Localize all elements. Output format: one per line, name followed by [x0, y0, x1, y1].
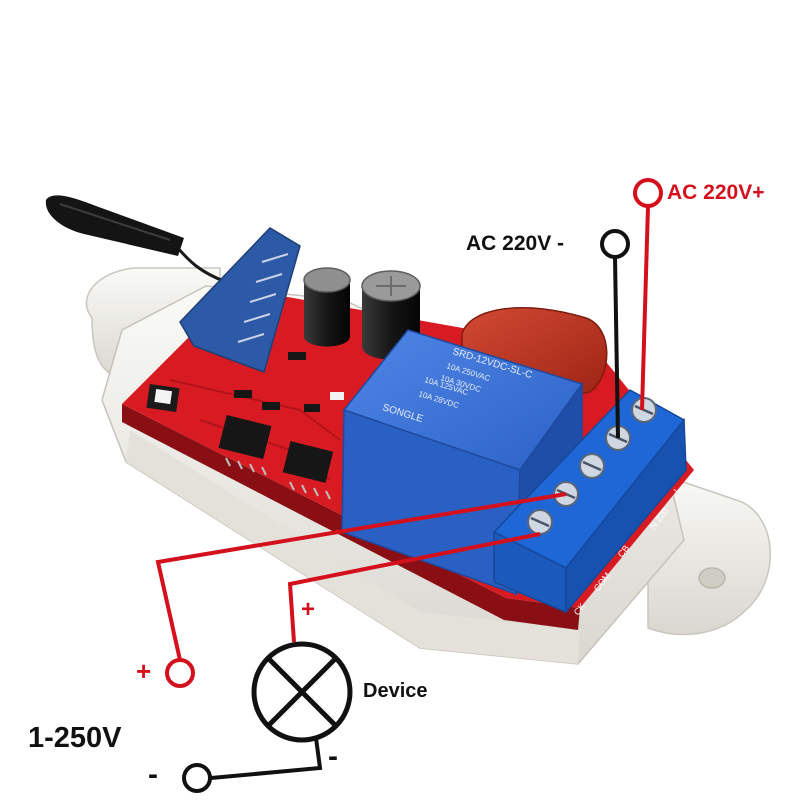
- ac-plus-wire: [640, 205, 650, 411]
- ic-chip-1: [218, 414, 272, 476]
- smd-resistor-4: [304, 404, 320, 412]
- supply-minus-terminal-ring: [182, 763, 212, 793]
- wiring-diagram: [155, 178, 663, 793]
- lamp-cross-2: [266, 656, 338, 728]
- terminal-label-l: L: [672, 485, 683, 495]
- enclosure-right-mounting-tab: [647, 468, 772, 636]
- ic-chip-2-pins: [289, 481, 331, 500]
- device-lamp-symbol: [251, 641, 353, 743]
- lamp-plus-label: +: [301, 596, 316, 623]
- enclosure-front-wall: [126, 430, 580, 664]
- ac-220v-plus-label: AC 220V+: [667, 181, 765, 204]
- smd-components: [234, 352, 344, 412]
- rf-module-board: [179, 227, 301, 373]
- terminal-screw-3: [579, 453, 605, 479]
- supply-minus-label: -: [148, 758, 158, 791]
- electrolytic-capacitor-small: [303, 267, 351, 347]
- ic-chip-1-pins: [225, 457, 267, 476]
- lamp-circle: [251, 641, 353, 743]
- ac-minus-terminal-ring: [600, 229, 630, 259]
- learn-button: [146, 384, 180, 412]
- voltage-range-label: 1-250V: [28, 722, 122, 754]
- film-capacitor: [461, 307, 608, 397]
- capacitor-large-vent: [376, 276, 406, 296]
- smd-resistor-3: [288, 352, 306, 360]
- rf-receiver-module: [179, 227, 301, 373]
- supply-plus-wire: [155, 492, 567, 661]
- terminal-block-side: [565, 417, 687, 615]
- supply-plus-label: +: [136, 656, 152, 686]
- smd-led: [330, 392, 344, 400]
- lamp-minus-wire: [210, 737, 323, 780]
- enclosure-screw-hole-right: [698, 567, 726, 589]
- terminal-screw-1: [527, 509, 553, 535]
- supply-plus-terminal-ring: [165, 658, 195, 688]
- ac-220v-minus-label: AC 220V -: [466, 232, 565, 255]
- pcb-trace-1: [169, 379, 341, 441]
- smd-resistor-2: [262, 402, 280, 410]
- ac-plus-terminal-ring: [633, 178, 663, 208]
- rf-module-pins: [237, 253, 289, 343]
- pcb-side: [122, 404, 580, 630]
- device-label: Device: [363, 680, 428, 702]
- capacitor-small-top: [303, 267, 351, 293]
- lamp-plus-wire: [287, 532, 541, 643]
- smd-resistor-1: [234, 390, 252, 398]
- ic-chip-2: [282, 441, 334, 500]
- antenna-coil-highlight: [59, 203, 171, 241]
- antenna-coil: [45, 195, 185, 256]
- ac-minus-wire: [613, 256, 620, 439]
- lamp-minus-label: -: [328, 740, 338, 773]
- learn-button-cap: [154, 388, 173, 405]
